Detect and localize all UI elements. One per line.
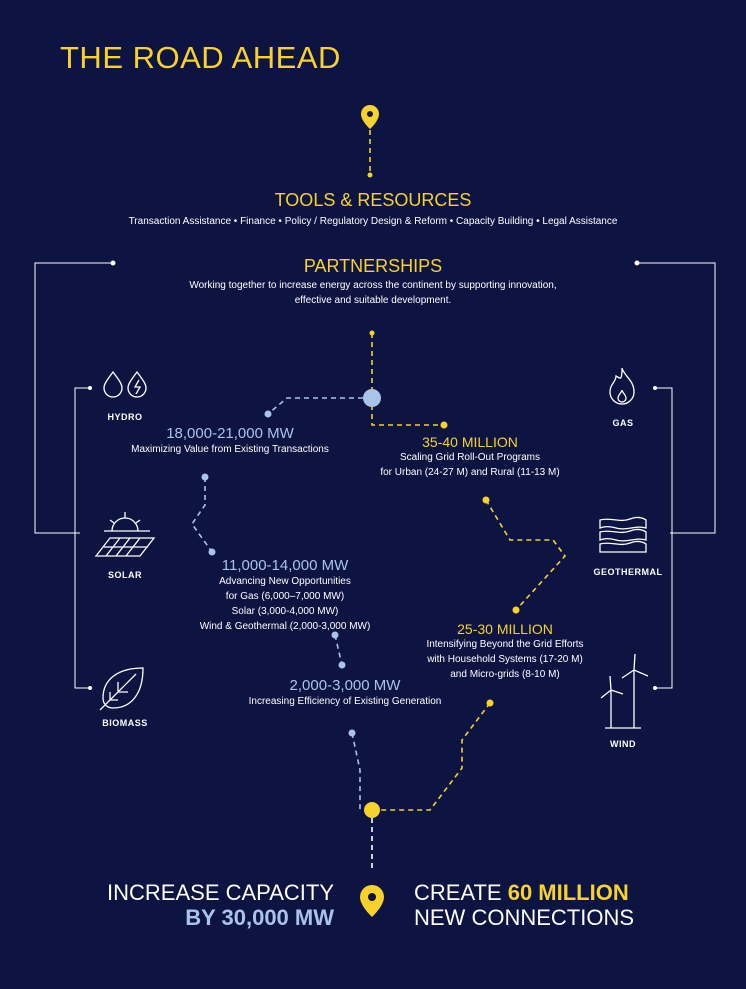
goal-line: CREATE	[414, 880, 508, 905]
map-pin-icon	[361, 105, 379, 129]
hydro-icon	[103, 370, 147, 398]
geothermal-label: GEOTHERMAL	[593, 567, 663, 577]
connections-milestone-1: 35-40 MILLION Scaling Grid Roll-Out Prog…	[370, 434, 570, 480]
milestone-value: 18,000-21,000 MW	[166, 425, 294, 442]
map-pin-icon	[360, 885, 384, 917]
wind-turbine-icon	[600, 653, 649, 729]
wind-label: WIND	[610, 739, 636, 749]
tools-list: Transaction Assistance • Finance • Polic…	[128, 216, 618, 227]
leaf-icon	[99, 667, 144, 711]
hydro-label: HYDRO	[107, 412, 143, 422]
milestone-desc: and Micro-grids (8-10 M)	[450, 669, 560, 680]
right-outer-bracket	[637, 262, 716, 534]
goal-line: INCREASE CAPACITY	[107, 880, 334, 905]
milestone-desc: for Gas (6,000–7,000 MW)	[225, 591, 345, 602]
milestone-desc: with Household Systems (17-20 M)	[427, 654, 583, 665]
right-inner-bracket	[655, 387, 673, 689]
tools-heading: TOOLS & RESOURCES	[274, 190, 472, 210]
connections-goal: CREATE 60 MILLION NEW CONNECTIONS	[414, 880, 634, 930]
partnerships-heading: PARTNERSHIPS	[303, 256, 443, 276]
goal-value: BY 30,000 MW	[185, 905, 334, 930]
partnerships-text-1: Working together to increase energy acro…	[189, 280, 557, 291]
milestone-value: 35-40 MILLION	[422, 434, 518, 450]
left-outer-bracket	[34, 262, 113, 534]
capacity-milestone-3: 2,000-3,000 MW Increasing Efficiency of …	[245, 677, 445, 709]
solar-label: SOLAR	[108, 570, 142, 580]
biomass-label: BIOMASS	[102, 718, 148, 728]
milestone-desc: Wind & Geothermal (2,000-3,000 MW)	[199, 621, 371, 632]
flame-icon	[609, 367, 635, 405]
goal-value: 60 MILLION	[507, 880, 629, 905]
capacity-milestone-1: 18,000-21,000 MW Maximizing Value from E…	[130, 425, 330, 457]
milestone-desc: for Urban (24-27 M) and Rural (11-13 M)	[380, 467, 560, 478]
geothermal-icon	[599, 516, 647, 553]
milestone-desc: Intensifying Beyond the Grid Efforts	[426, 639, 584, 650]
page-title: THE ROAD AHEAD	[60, 40, 341, 75]
partnerships-text-2: effective and suitable development.	[294, 295, 452, 306]
gas-label: GAS	[612, 418, 634, 428]
milestone-desc: Solar (3,000-4,000 MW)	[231, 606, 339, 617]
milestone-value: 25-30 MILLION	[457, 621, 553, 637]
milestone-desc: Maximizing Value from Existing Transacti…	[131, 444, 329, 455]
solar-icon	[94, 512, 156, 557]
capacity-goal: INCREASE CAPACITY BY 30,000 MW	[107, 880, 334, 930]
capacity-milestone-2: 11,000-14,000 MW Advancing New Opportuni…	[180, 557, 390, 634]
milestone-desc: Advancing New Opportunities	[219, 576, 351, 587]
goal-line: NEW CONNECTIONS	[414, 905, 634, 930]
milestone-desc: Scaling Grid Roll-Out Programs	[399, 452, 541, 463]
connections-milestone-2: 25-30 MILLION Intensifying Beyond the Gr…	[405, 621, 605, 682]
left-inner-bracket	[74, 387, 90, 689]
milestone-value: 2,000-3,000 MW	[289, 677, 401, 694]
milestone-desc: Increasing Efficiency of Existing Genera…	[248, 696, 442, 707]
milestone-value: 11,000-14,000 MW	[221, 557, 349, 574]
